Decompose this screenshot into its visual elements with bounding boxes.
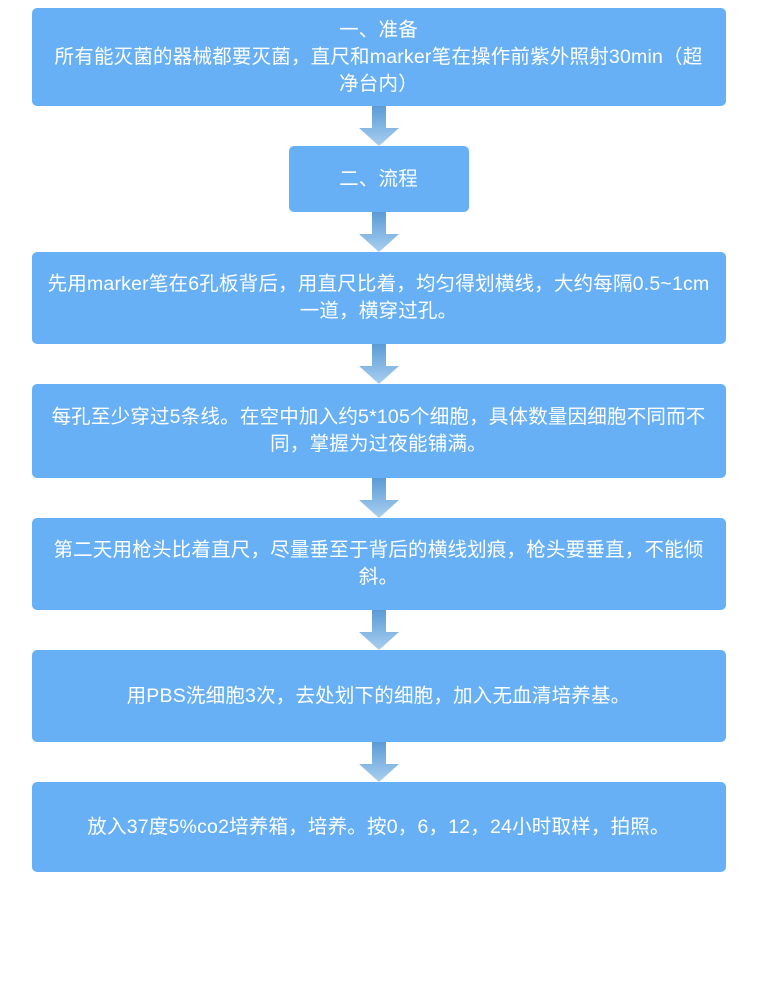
- node-step1[interactable]: 先用marker笔在6孔板背后，用直尺比着，均匀得划横线，大约每隔0.5~1cm…: [31, 252, 726, 344]
- arrow-down-icon: [358, 344, 399, 384]
- node-step4[interactable]: 用PBS洗细胞3次，去处划下的细胞，加入无血清培养基。: [31, 650, 726, 742]
- node-prepare[interactable]: 一、准备 所有能灭菌的器械都要灭菌，直尺和marker笔在操作前紫外照射30mi…: [31, 8, 726, 106]
- arrow-down-icon: [358, 478, 399, 518]
- node-step3[interactable]: 第二天用枪头比着直尺，尽量垂至于背后的横线划痕，枪头要垂直，不能倾斜。: [31, 518, 726, 610]
- node-process[interactable]: 二、流程: [288, 146, 469, 212]
- arrow-down-icon: [358, 212, 399, 252]
- node-step2[interactable]: 每孔至少穿过5条线。在空中加入约5*105个细胞，具体数量因细胞不同而不同，掌握…: [31, 384, 726, 478]
- arrow-down-icon: [358, 610, 399, 650]
- arrow-down-icon: [358, 106, 399, 146]
- node-step5[interactable]: 放入37度5%co2培养箱，培养。按0，6，12，24小时取样，拍照。: [31, 782, 726, 872]
- arrow-down-icon: [358, 742, 399, 782]
